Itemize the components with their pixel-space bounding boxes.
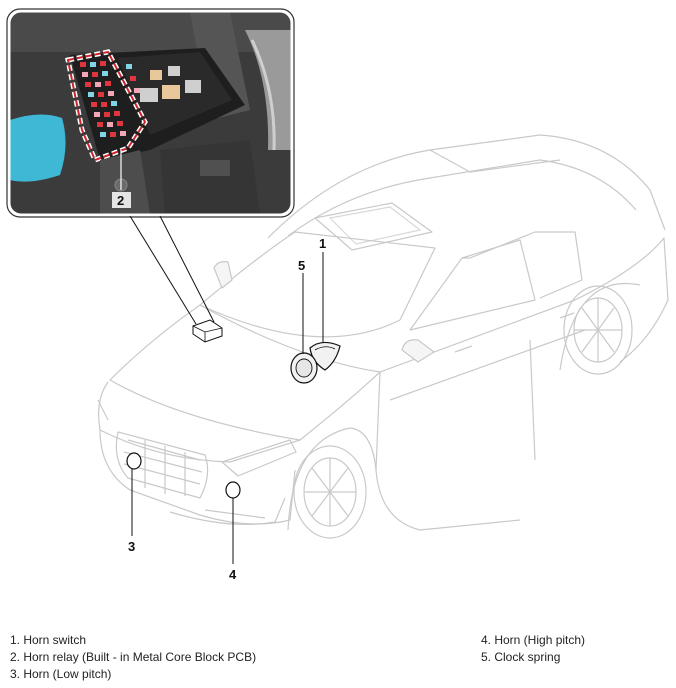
washer-reservoir	[10, 114, 66, 182]
legend-item-horn-low-pitch: 3. Horn (Low pitch)	[10, 667, 112, 681]
callout-2: 2	[117, 193, 124, 208]
legend-item-horn-high-pitch: 4. Horn (High pitch)	[481, 633, 586, 647]
callout-4: 4	[229, 567, 237, 582]
clock-spring-marker	[290, 273, 318, 384]
horn-high-pitch-marker	[225, 481, 241, 564]
legend-right: 4. Horn (High pitch) 5. Clock spring	[481, 632, 585, 666]
legend-item-clock-spring: 5. Clock spring	[481, 650, 561, 664]
legend-item-horn-relay: 2. Horn relay (Built - in Metal Core Blo…	[10, 650, 257, 664]
horn-system-diagram: 1 2 3 4 5	[6, 8, 669, 582]
horn-low-pitch-marker	[126, 452, 142, 536]
horn-switch-marker	[309, 252, 341, 371]
zoom-leader-lines	[129, 215, 215, 325]
car-illustration	[97, 134, 669, 539]
engine-bay-inset	[6, 8, 295, 218]
legend-item-horn-switch: 1. Horn switch	[10, 633, 87, 647]
relay-block-marker	[192, 319, 223, 343]
legend-left: 1. Horn switch 2. Horn relay (Built - in…	[10, 632, 256, 683]
callout-3: 3	[128, 539, 135, 554]
callout-1: 1	[319, 236, 326, 251]
callout-5: 5	[298, 258, 305, 273]
fuse-rows	[80, 61, 140, 137]
